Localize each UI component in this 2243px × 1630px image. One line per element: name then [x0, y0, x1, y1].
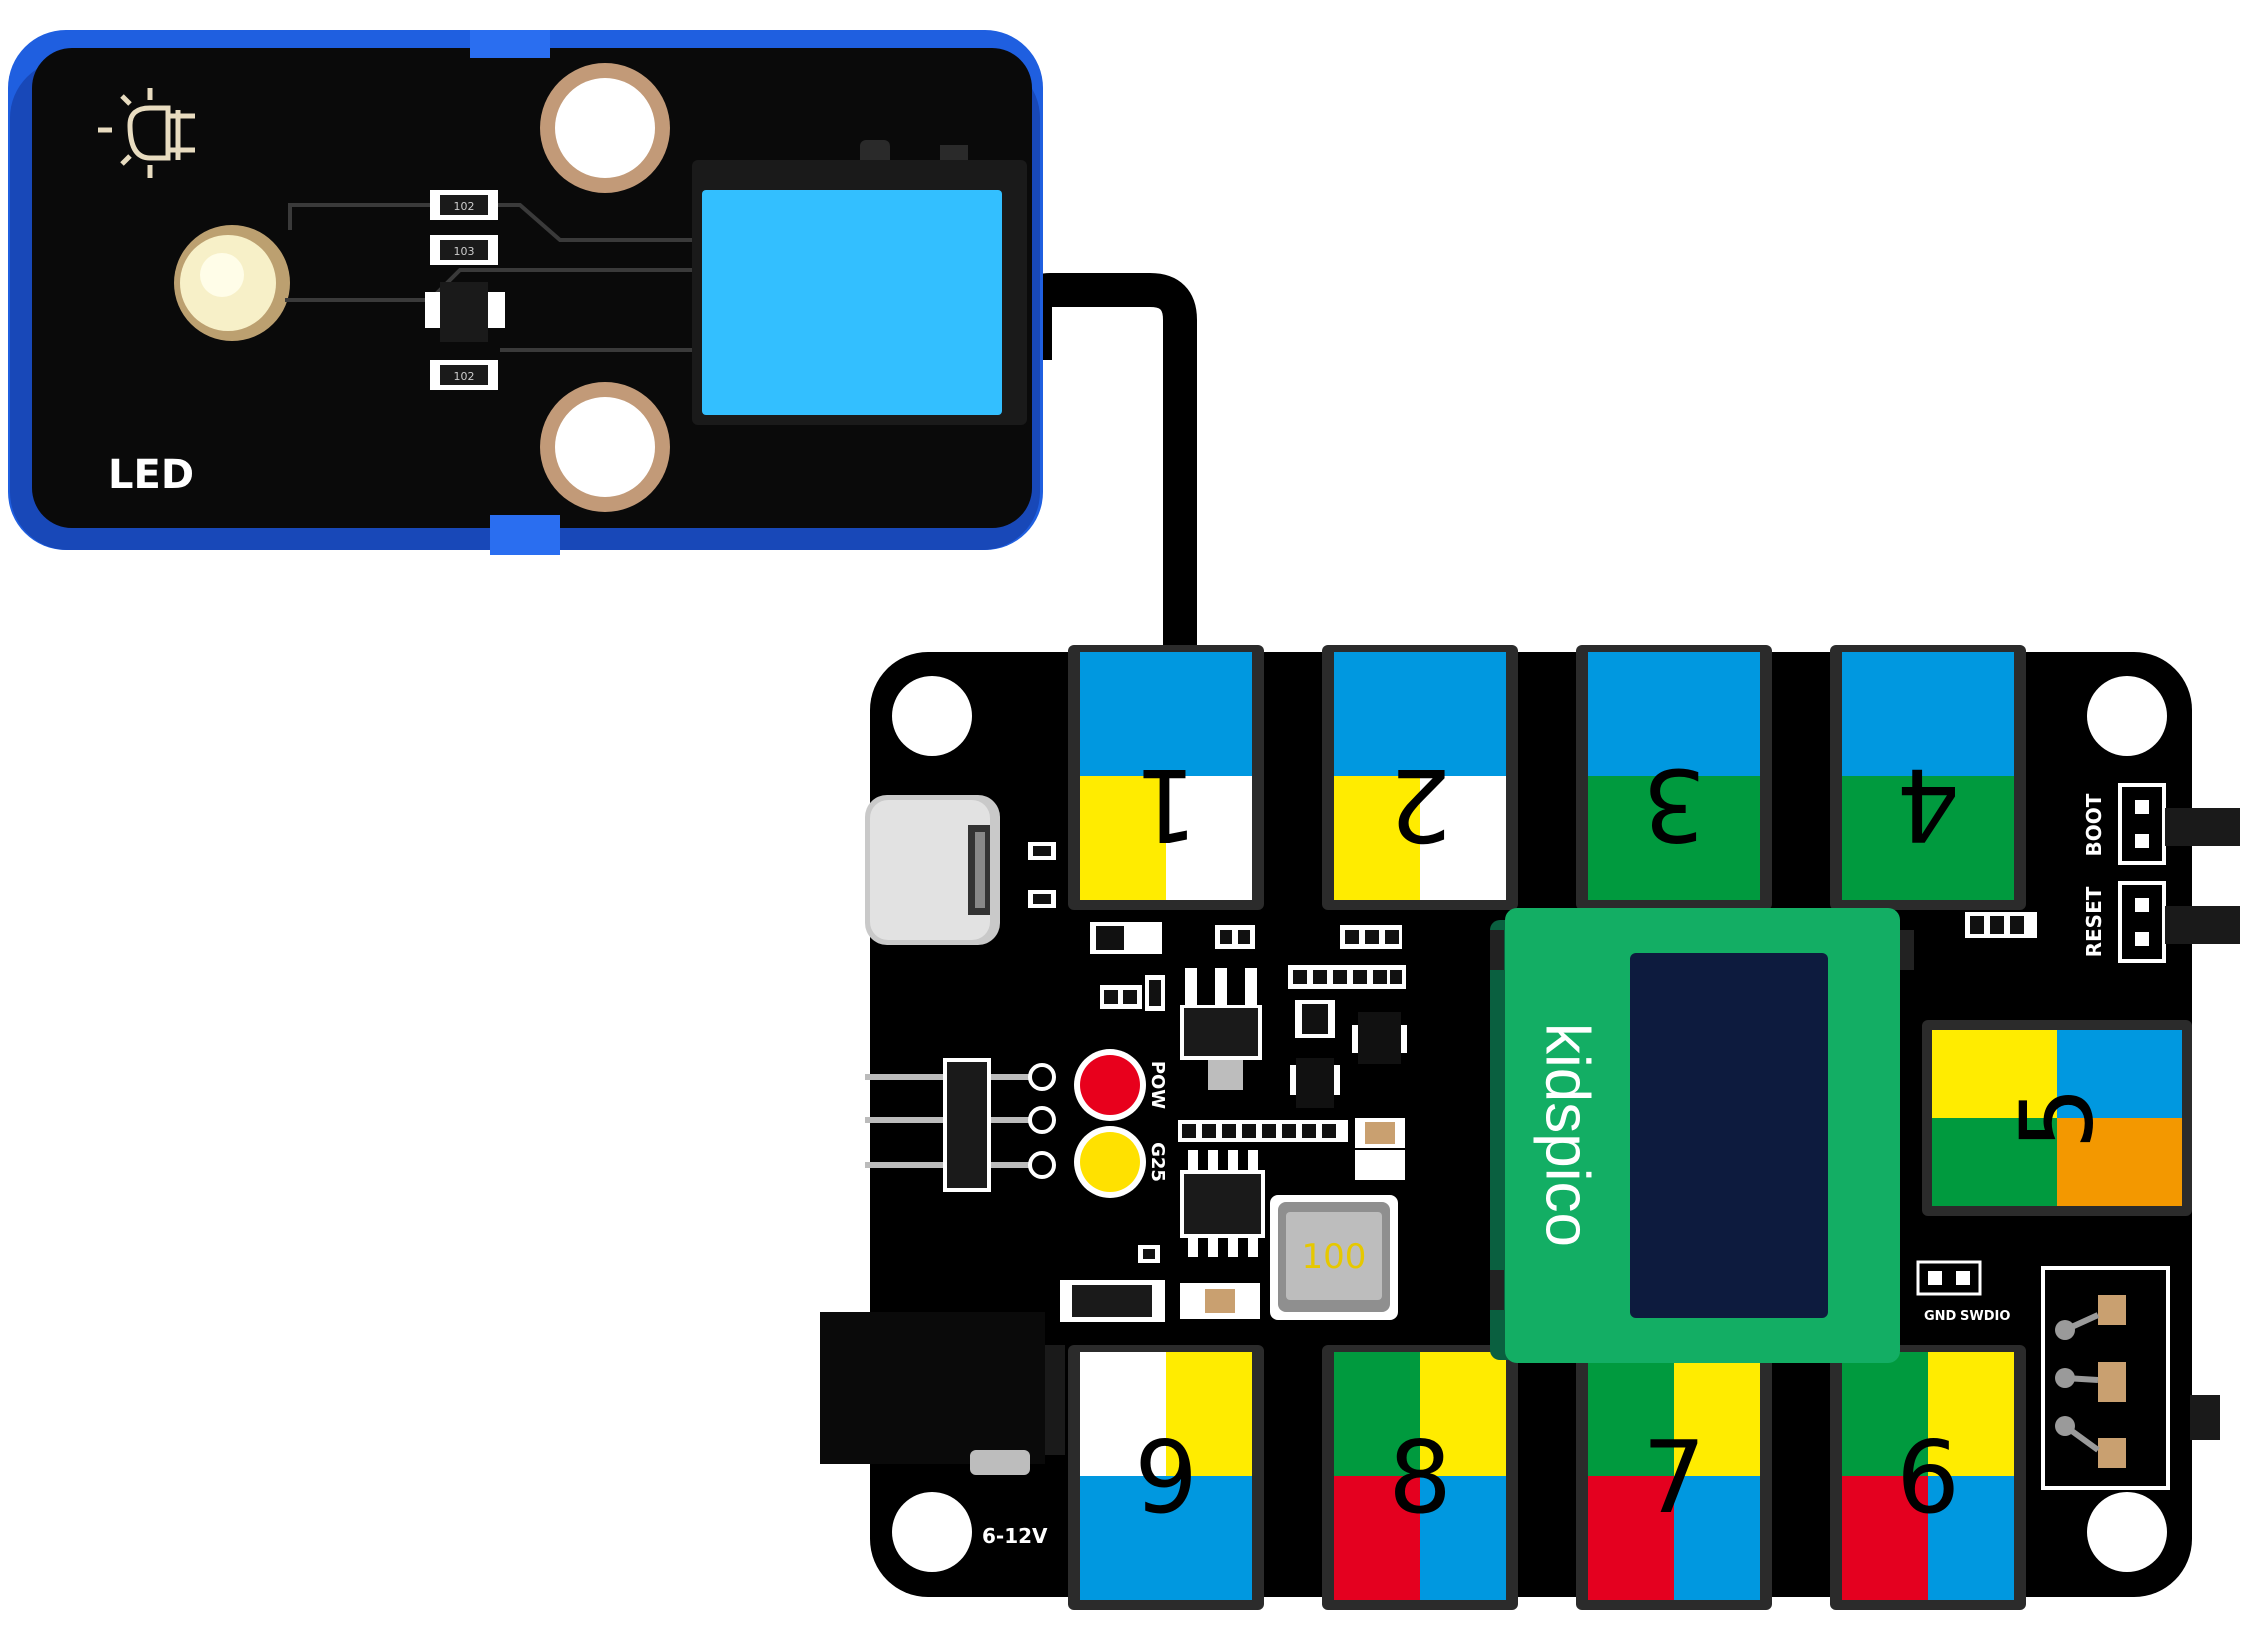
port-6[interactable]: 6	[1830, 1345, 2026, 1610]
small-ic	[1295, 1000, 1335, 1038]
svg-text:7: 7	[1642, 1419, 1706, 1536]
smd-transistor	[425, 282, 505, 342]
svg-text:8: 8	[1388, 1419, 1452, 1536]
main-board: 1 2 3 4 5	[820, 645, 2240, 1610]
power-input-label: 6-12V	[982, 1524, 1048, 1548]
smd-diode	[1090, 922, 1162, 954]
smd-resistor: 102	[430, 190, 498, 220]
svg-text:4: 4	[1896, 746, 1960, 863]
pin-header[interactable]	[865, 1058, 1056, 1192]
smd-resistor: 102	[430, 360, 498, 390]
svg-text:103: 103	[454, 245, 475, 258]
swdio-label: SWDIO	[1960, 1309, 2010, 1324]
svg-text:9: 9	[1134, 1419, 1198, 1536]
frame-clip-bottom	[490, 515, 560, 555]
svg-text:5: 5	[1999, 1086, 2116, 1150]
mounting-hole	[892, 676, 972, 756]
mounting-hole	[2087, 1492, 2167, 1572]
port-9[interactable]: 9	[1068, 1345, 1264, 1610]
frame-clip-top	[470, 30, 550, 58]
gnd-label: GND	[1924, 1309, 1957, 1324]
smd-capacitor	[1180, 1283, 1260, 1319]
port-2[interactable]: 2	[1322, 645, 1518, 910]
oled-screen	[1630, 953, 1828, 1318]
voltage-regulator	[1180, 968, 1262, 1090]
connection-wire	[1018, 273, 1197, 660]
g25-label: G25	[1147, 1142, 1168, 1182]
port-3[interactable]: 3	[1576, 645, 1772, 910]
led-module: 102 103 102 LED	[8, 30, 1043, 555]
svg-text:102: 102	[454, 200, 475, 213]
reset-button[interactable]	[2118, 881, 2240, 963]
boot-label: BOOT	[2082, 793, 2106, 856]
port-8[interactable]: 8	[1322, 1345, 1518, 1610]
usb-c-port[interactable]	[865, 795, 1000, 945]
dc-power-jack[interactable]	[820, 1312, 1065, 1475]
port-4[interactable]: 4	[1830, 645, 2026, 910]
schottky-diode	[1060, 1280, 1165, 1322]
brand-logo: kidspico	[1533, 1023, 1602, 1247]
led-module-label: LED	[108, 452, 194, 498]
svg-text:1: 1	[1134, 746, 1198, 863]
reset-label: RESET	[2082, 886, 2106, 957]
inductor: 100	[1270, 1195, 1398, 1320]
slide-switch[interactable]	[2041, 1266, 2220, 1490]
svg-text:100: 100	[1302, 1237, 1367, 1277]
svg-text:6: 6	[1896, 1419, 1960, 1536]
debug-pads	[1916, 1260, 1982, 1296]
led-icon	[98, 88, 195, 178]
port-1[interactable]: 1	[1068, 645, 1264, 910]
smd-transistor	[1290, 1012, 1407, 1108]
port-7[interactable]: 7	[1576, 1345, 1772, 1610]
smd-resistor: 103	[430, 235, 498, 265]
display-module: kidspico	[1490, 908, 1900, 1363]
soic-chip	[1180, 1150, 1265, 1257]
pow-label: POW	[1147, 1061, 1168, 1109]
mounting-hole	[892, 1492, 972, 1572]
svg-text:102: 102	[454, 370, 475, 383]
svg-text:3: 3	[1642, 746, 1706, 863]
mounting-hole	[2087, 676, 2167, 756]
svg-text:2: 2	[1388, 746, 1452, 863]
boot-button[interactable]	[2118, 783, 2240, 865]
port-5[interactable]: 5	[1922, 1020, 2192, 1216]
